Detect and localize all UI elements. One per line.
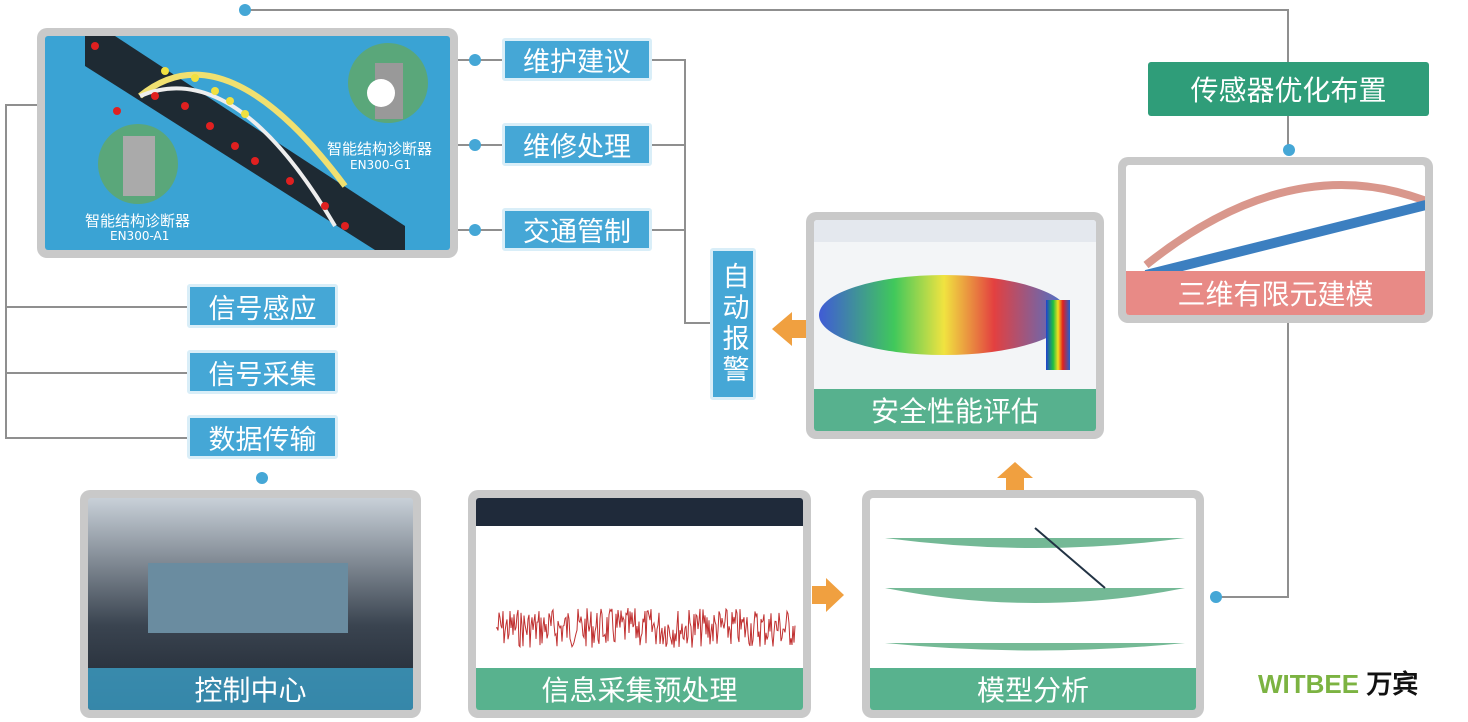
connector-dot — [239, 4, 251, 16]
arrow-shaft — [1006, 477, 1024, 490]
connector-dot — [469, 139, 481, 151]
sensor-optimize-button[interactable]: 传感器优化布置 — [1148, 62, 1429, 116]
fem-model-label: 三维有限元建模 — [1126, 271, 1425, 315]
bridge-illustration — [85, 36, 428, 250]
sensor-panel: 智能结构诊断器 EN300-A1 智能结构诊断器 EN300-G1 — [37, 28, 458, 258]
control-center-label: 控制中心 — [88, 668, 413, 710]
fem-model-panel: 三维有限元建模 — [1118, 157, 1433, 323]
connector — [1287, 322, 1289, 598]
connector-dot — [1283, 144, 1295, 156]
stress-contour-image — [819, 275, 1070, 370]
connector — [5, 372, 187, 374]
connector — [652, 229, 685, 231]
safety-eval-panel: 安全性能评估 — [806, 212, 1104, 439]
signal-collection-button[interactable]: 信号采集 — [187, 350, 338, 394]
repair-button[interactable]: 维修处理 — [502, 123, 652, 166]
witbee-logo: WITBEE 万宾 — [1258, 664, 1418, 701]
connector-dot — [469, 224, 481, 236]
arrow-shaft — [790, 320, 806, 338]
device-a-name: 智能结构诊断器 — [85, 212, 191, 230]
preprocess-panel: 信息采集预处理 — [468, 490, 811, 718]
control-center-panel: 控制中心 — [80, 490, 421, 718]
internal-force-diagram — [885, 527, 1185, 651]
connector — [684, 322, 710, 324]
safety-eval-label: 安全性能评估 — [814, 389, 1096, 431]
connector-dot — [469, 54, 481, 66]
device-a-model: EN300-A1 — [110, 229, 170, 243]
logo-brand: WITBEE — [1258, 669, 1360, 699]
device-g-name: 智能结构诊断器 — [327, 140, 433, 158]
auto-alarm-button[interactable]: 自动报警 — [710, 248, 756, 400]
preprocess-label: 信息采集预处理 — [476, 668, 803, 710]
signal-sensing-button[interactable]: 信号感应 — [187, 284, 338, 328]
arrow-up-icon — [997, 462, 1033, 478]
bridge-model-image — [1143, 181, 1425, 275]
arrow-shaft — [812, 586, 828, 604]
arrow-left-icon — [772, 312, 792, 346]
connector — [245, 9, 1288, 11]
model-analysis-panel: 模型分析 — [862, 490, 1204, 718]
connector-dot — [256, 472, 268, 484]
maintenance-advice-button[interactable]: 维护建议 — [502, 38, 652, 81]
device-g-model: EN300-G1 — [350, 158, 412, 172]
connector — [652, 59, 685, 61]
logo-cn: 万宾 — [1366, 669, 1419, 699]
data-transmission-button[interactable]: 数据传输 — [187, 415, 338, 459]
connector-dot — [1210, 591, 1222, 603]
connector — [684, 59, 686, 323]
connector — [652, 144, 685, 146]
arrow-right-icon — [826, 578, 844, 612]
signal-waveform-chart — [496, 607, 796, 649]
model-analysis-label: 模型分析 — [870, 668, 1196, 710]
connector — [5, 104, 7, 439]
connector — [5, 306, 187, 308]
video-wall-image — [148, 563, 348, 633]
connector — [5, 437, 187, 439]
traffic-control-button[interactable]: 交通管制 — [502, 208, 652, 251]
connector — [1215, 596, 1289, 598]
